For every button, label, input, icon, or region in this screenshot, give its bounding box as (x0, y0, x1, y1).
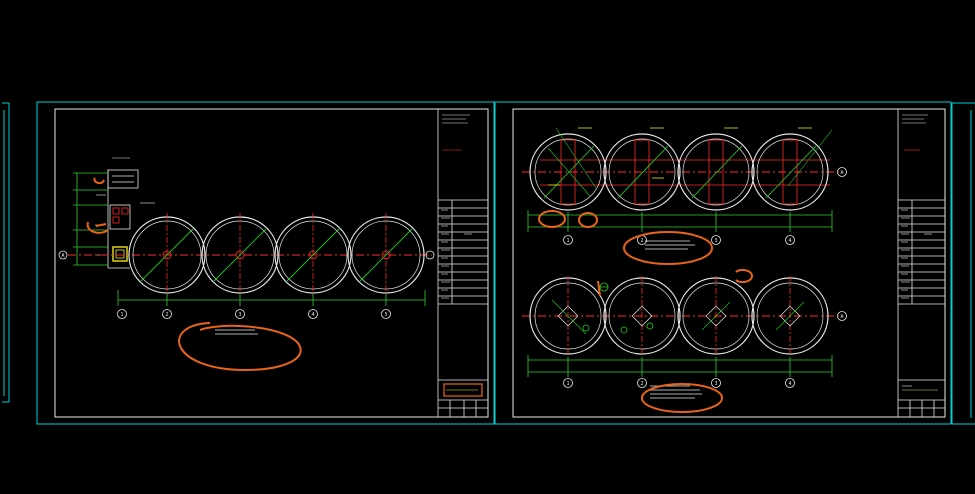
lower-plan-axis-label: 2 (640, 381, 643, 387)
upper-plan-tank[interactable] (529, 133, 607, 211)
lower-plan-axis-bubbles (563, 311, 847, 388)
sheet-1-axis-bubbles (117, 309, 391, 319)
sheet-1-small-labels (95, 157, 155, 256)
upper-plan-axis-label: 2 (640, 238, 643, 244)
sheet-1-markup-annotations[interactable] (86, 177, 302, 372)
sheet-1-tank[interactable] (274, 213, 352, 297)
right-partial-sheet (951, 102, 975, 425)
sheet-2-markup-annotations[interactable] (538, 210, 754, 413)
upper-plan-row-label: A (840, 170, 843, 176)
lower-plan-tank[interactable] (751, 276, 829, 356)
sheet-1-bottom-dimension-chain (117, 290, 426, 306)
upper-plan-axis-label: 3 (714, 238, 717, 244)
sheet-1-tanks[interactable] (128, 213, 425, 297)
sheet-2-outer-border (494, 101, 952, 425)
upper-plan-axis-bubbles (563, 167, 847, 245)
upper-plan-leaders (555, 127, 833, 189)
sheet-1-row-label: A (61, 253, 64, 259)
sheet-1-tank[interactable] (347, 213, 425, 297)
sheet-1-inner-border (54, 108, 489, 418)
sheet-2-inner-border (512, 108, 946, 418)
sheet-1-axis-label: 3 (238, 312, 241, 318)
lower-plan-axis-label: 4 (788, 381, 791, 387)
lower-plan-valve-markers (582, 282, 628, 334)
drawing-sheet-2[interactable]: 1 2 3 4 A (494, 101, 952, 425)
lower-plan-dimension-chain (527, 355, 833, 377)
sheet-2-upper-plan[interactable]: 1 2 3 4 A (522, 127, 847, 250)
upper-plan-axis-label: 4 (788, 238, 791, 244)
drawing-sheet-1[interactable]: 1 2 3 4 5 A (36, 101, 495, 425)
sheet-1-axis-label: 1 (120, 312, 123, 318)
upper-plan-caption (645, 240, 695, 250)
sheet-2-lower-plan[interactable]: 1 2 3 4 A (522, 276, 847, 399)
lower-plan-caption (650, 385, 702, 399)
sheet-1-title-block-notes (441, 114, 478, 391)
sheet-1-drawing-caption (215, 329, 258, 335)
sheet-1-row-bubble-right (425, 250, 435, 260)
upper-plan-axis-label: 1 (566, 238, 569, 244)
sheet-1-outer-border (36, 101, 495, 425)
lower-plan-axis-label: 1 (566, 381, 569, 387)
lower-plan-row-label: A (840, 314, 843, 320)
lower-plan-tank[interactable] (529, 276, 607, 356)
sheet-2-title-block-notes (901, 114, 938, 391)
sheet-1-axis-label: 4 (311, 312, 314, 318)
upper-plan-tank[interactable] (677, 133, 755, 211)
lower-plan-tank[interactable] (677, 276, 755, 356)
upper-plan-tank[interactable] (603, 133, 681, 211)
sheet-1-equipment-building[interactable] (107, 169, 139, 269)
left-partial-sheet (2, 102, 10, 403)
sheet-1-title-block[interactable] (437, 109, 488, 417)
upper-plan-tags (548, 127, 812, 186)
sheet-1-axis-label: 2 (165, 312, 168, 318)
sheet-1-tank[interactable] (128, 213, 206, 297)
sheet-1-tank[interactable] (201, 213, 279, 297)
lower-plan-axis-label: 3 (714, 381, 717, 387)
sheet-1-axis-label: 5 (384, 312, 387, 318)
upper-plan-tank[interactable] (751, 133, 829, 211)
sheet-1-left-dimension-chain (73, 172, 108, 266)
sheet-2-title-block[interactable] (897, 109, 945, 417)
lower-plan-tank[interactable] (603, 276, 681, 356)
sheet-1-row-bubble-a (58, 250, 68, 260)
upper-plan-dimension-chain (527, 210, 833, 232)
